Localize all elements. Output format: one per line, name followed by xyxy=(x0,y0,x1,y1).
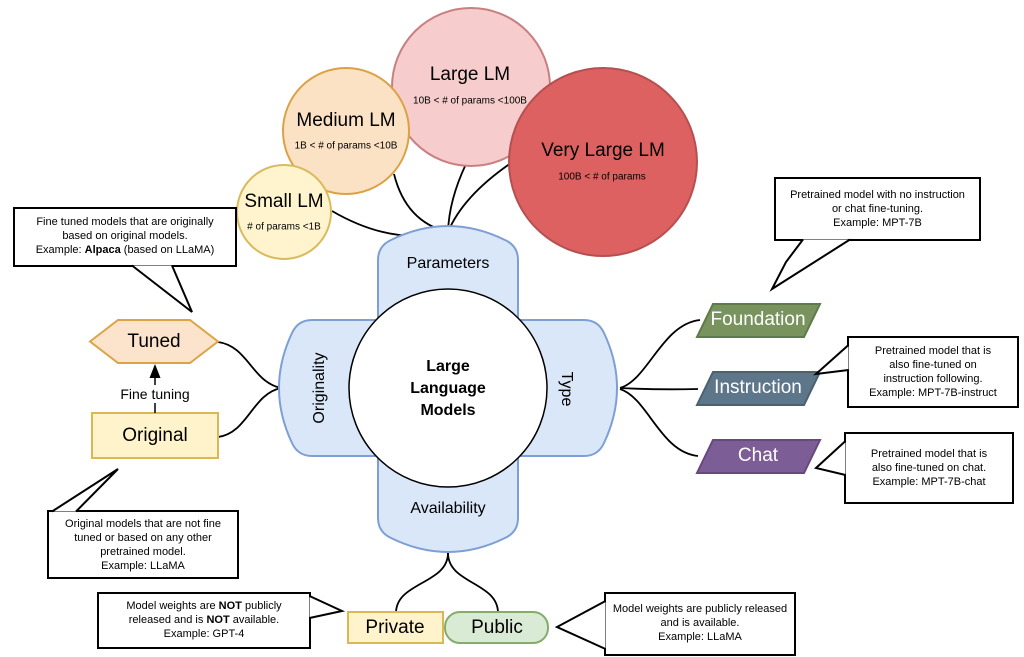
callout-tuned-box xyxy=(13,207,237,267)
callout-original-text: Original models that are not fine tuned … xyxy=(65,518,221,572)
chat-label: Chat xyxy=(737,445,779,466)
center-title-line3: Models xyxy=(420,402,476,419)
medium-lm-label: Medium LM xyxy=(296,110,396,131)
petal-label-originality: Originality xyxy=(311,352,328,424)
petal-label-parameters: Parameters xyxy=(406,255,490,272)
callout-foundation-box xyxy=(774,177,981,241)
callout-tuned-text: Fine tuned models that are originally ba… xyxy=(35,216,215,256)
very-large-lm-circle xyxy=(508,67,698,257)
connector-instruction xyxy=(619,387,699,391)
callout-original-tail xyxy=(51,468,119,513)
connector-medium-lm xyxy=(393,173,449,233)
petal-label-availability: Availability xyxy=(410,500,486,517)
connector-original xyxy=(217,387,282,438)
public-rounded-rect xyxy=(444,611,549,644)
callout-tuned-tail xyxy=(131,264,193,313)
very-large-lm-label: Very Large LM xyxy=(541,140,665,161)
private-rect xyxy=(347,611,444,644)
callout-chat-text: Pretrained model that is also fine-tuned… xyxy=(870,448,988,488)
connector-tuned xyxy=(217,341,282,389)
callout-private-text: Model weights are NOT publicly released … xyxy=(126,600,282,640)
small-lm-label: Small LM xyxy=(244,191,324,212)
callout-public-tail xyxy=(554,600,606,650)
petal-label-type: Type xyxy=(558,371,575,407)
very-large-lm-range: 100B < # of params xyxy=(558,171,646,183)
large-lm-label: Large LM xyxy=(429,64,511,85)
foundation-parallelogram xyxy=(695,303,822,338)
callout-private-tail xyxy=(309,595,346,619)
foundation-label: Foundation xyxy=(710,309,806,330)
callout-instruction-box xyxy=(847,336,1019,408)
callout-chat-box xyxy=(844,432,1014,504)
callout-instruction-tail xyxy=(812,344,850,376)
callout-foundation-tail xyxy=(769,238,851,292)
callout-public-text: Model weights are publicly released and … xyxy=(612,603,788,643)
medium-lm-range: 1B < # of params <10B xyxy=(294,140,398,152)
callout-chat-tail xyxy=(813,440,847,476)
center-title-line1: Large xyxy=(426,358,470,375)
center-circle xyxy=(348,288,548,488)
connector-public xyxy=(447,552,499,614)
center-title: Large Language Models xyxy=(410,356,486,422)
instruction-parallelogram xyxy=(695,371,822,406)
center-title-line2: Language xyxy=(410,380,486,397)
private-label: Private xyxy=(365,617,425,638)
tuned-label: Tuned xyxy=(127,331,181,352)
connector-large-lm xyxy=(447,163,467,233)
callout-original-box xyxy=(47,510,239,579)
chat-parallelogram xyxy=(695,439,822,474)
connector-foundation xyxy=(619,319,701,389)
small-lm-range: # of params <1B xyxy=(247,221,321,233)
callout-private-box xyxy=(97,592,311,649)
fine-tuning-label: Fine tuning xyxy=(120,386,190,402)
public-label: Public xyxy=(471,617,523,638)
connector-very-large-lm xyxy=(447,162,512,233)
callout-foundation-text: Pretrained model with no instruction or … xyxy=(790,189,965,229)
medium-lm-circle xyxy=(282,67,410,195)
callout-instruction-text: Pretrained model that is also fine-tuned… xyxy=(869,345,997,399)
tuned-hexagon xyxy=(88,319,220,364)
fine-tuning-arrowhead xyxy=(149,364,161,378)
instruction-label: Instruction xyxy=(714,377,802,398)
original-label: Original xyxy=(122,425,188,446)
connector-private xyxy=(395,552,449,614)
large-lm-range: 10B < # of params <100B xyxy=(413,95,527,107)
connector-chat xyxy=(619,388,699,457)
original-rect xyxy=(91,412,219,459)
